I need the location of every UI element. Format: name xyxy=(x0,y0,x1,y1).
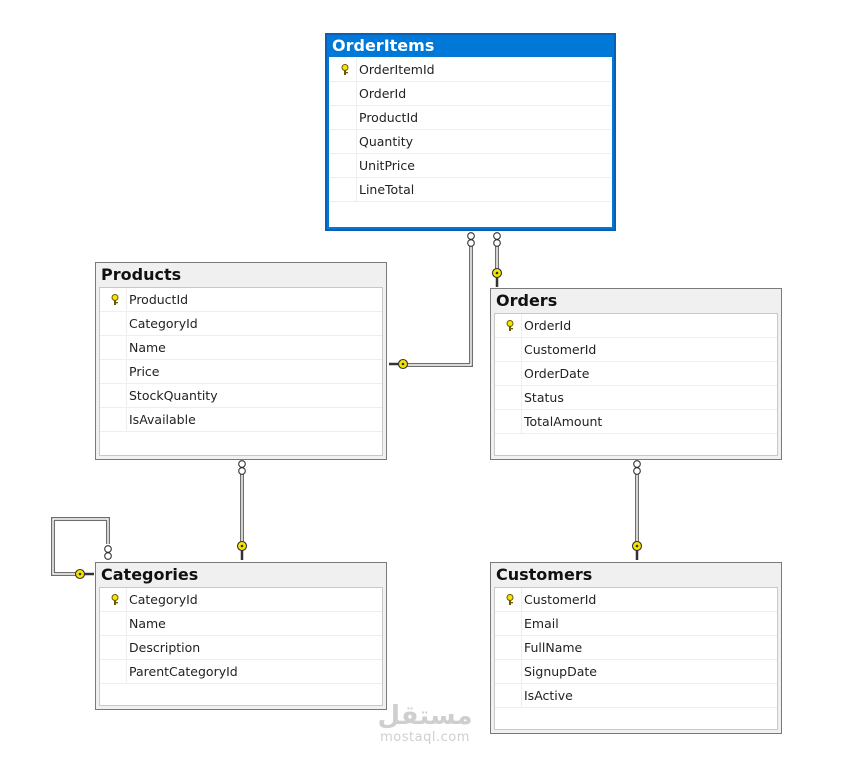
one-end-key-icon xyxy=(236,540,248,560)
one-end-key-icon xyxy=(74,568,94,580)
primary-key-icon xyxy=(103,288,127,311)
column-name: Status xyxy=(524,390,564,405)
column-row[interactable]: ProductId xyxy=(330,106,611,130)
relationship-orderitems-orders[interactable] xyxy=(491,232,503,287)
column-name: CustomerId xyxy=(524,342,597,357)
table-title[interactable]: OrderItems xyxy=(332,36,435,55)
column-name: OrderId xyxy=(359,86,407,101)
watermark-latin-text: mostaql.com xyxy=(380,730,470,745)
column-row[interactable]: SignupDate xyxy=(495,660,777,684)
column-name: Email xyxy=(524,616,559,631)
column-row[interactable]: IsActive xyxy=(495,684,777,708)
column-name: CategoryId xyxy=(129,592,198,607)
column-name: Name xyxy=(129,616,166,631)
column-row[interactable]: Name xyxy=(100,612,382,636)
column-list: OrderItemId OrderId ProductId Quantity U… xyxy=(329,57,612,227)
column-row[interactable]: CustomerId xyxy=(495,338,777,362)
column-name: OrderId xyxy=(524,318,572,333)
column-name: OrderDate xyxy=(524,366,590,381)
column-name: IsActive xyxy=(524,688,573,703)
column-name: CategoryId xyxy=(129,316,198,331)
table-products[interactable]: Products ProductId CategoryId Name Price… xyxy=(95,262,387,460)
column-name: SignupDate xyxy=(524,664,597,679)
column-row[interactable]: Status xyxy=(495,386,777,410)
column-row[interactable]: CategoryId xyxy=(100,588,382,612)
many-end-infinity-icon xyxy=(633,460,641,475)
column-row[interactable]: OrderItemId xyxy=(330,58,611,82)
column-name: ParentCategoryId xyxy=(129,664,238,679)
primary-key-icon xyxy=(333,58,357,81)
table-categories[interactable]: Categories CategoryId Name Description P… xyxy=(95,562,387,710)
many-end-infinity-icon xyxy=(467,232,475,247)
relationship-categories-self[interactable] xyxy=(51,517,112,580)
column-row[interactable]: ParentCategoryId xyxy=(100,660,382,684)
relationship-orders-customers[interactable] xyxy=(631,460,643,560)
column-row[interactable]: Email xyxy=(495,612,777,636)
table-customers[interactable]: Customers CustomerId Email FullName Sign… xyxy=(490,562,782,734)
column-row[interactable]: Quantity xyxy=(330,130,611,154)
column-name: Price xyxy=(129,364,160,379)
column-name: FullName xyxy=(524,640,583,655)
column-name: ProductId xyxy=(359,110,419,125)
column-name: Description xyxy=(129,640,201,655)
column-list: CategoryId Name Description ParentCatego… xyxy=(99,587,383,706)
column-row[interactable]: StockQuantity xyxy=(100,384,382,408)
table-title[interactable]: Orders xyxy=(496,291,558,310)
column-row[interactable]: CategoryId xyxy=(100,312,382,336)
primary-key-icon xyxy=(498,314,522,337)
watermark-arabic-text: مستقل xyxy=(377,701,473,731)
column-name: OrderItemId xyxy=(359,62,435,77)
one-end-key-icon xyxy=(491,267,503,287)
column-list: CustomerId Email FullName SignupDate IsA… xyxy=(494,587,778,730)
table-orders[interactable]: Orders OrderId CustomerId OrderDate Stat… xyxy=(490,288,782,460)
column-row[interactable]: ProductId xyxy=(100,288,382,312)
column-name: IsAvailable xyxy=(129,412,196,427)
column-name: Quantity xyxy=(359,134,414,149)
column-row[interactable]: Description xyxy=(100,636,382,660)
column-name: TotalAmount xyxy=(524,414,603,429)
many-end-infinity-icon xyxy=(238,460,246,475)
column-row[interactable]: LineTotal xyxy=(330,178,611,202)
column-name: Name xyxy=(129,340,166,355)
one-end-key-icon xyxy=(631,540,643,560)
column-name: StockQuantity xyxy=(129,388,218,403)
watermark-logo: مستقل mostaql.com xyxy=(370,702,480,745)
table-title[interactable]: Categories xyxy=(101,565,199,584)
column-name: LineTotal xyxy=(359,182,415,197)
column-name: UnitPrice xyxy=(359,158,415,173)
column-row[interactable]: OrderId xyxy=(495,314,777,338)
column-list: OrderId CustomerId OrderDate Status Tota… xyxy=(494,313,778,456)
primary-key-icon xyxy=(103,588,127,611)
column-name: CustomerId xyxy=(524,592,597,607)
column-name: ProductId xyxy=(129,292,189,307)
column-row[interactable]: OrderDate xyxy=(495,362,777,386)
primary-key-icon xyxy=(498,588,522,611)
one-end-key-icon xyxy=(389,358,409,370)
column-row[interactable]: Name xyxy=(100,336,382,360)
relationship-products-categories[interactable] xyxy=(236,460,248,560)
relationship-orderitems-products[interactable] xyxy=(389,232,475,370)
column-row[interactable]: OrderId xyxy=(330,82,611,106)
table-title[interactable]: Products xyxy=(101,265,182,284)
table-title[interactable]: Customers xyxy=(496,565,593,584)
column-row[interactable]: CustomerId xyxy=(495,588,777,612)
column-row[interactable]: IsAvailable xyxy=(100,408,382,432)
column-row[interactable]: Price xyxy=(100,360,382,384)
column-row[interactable]: UnitPrice xyxy=(330,154,611,178)
column-list: ProductId CategoryId Name Price StockQua… xyxy=(99,287,383,456)
column-row[interactable]: TotalAmount xyxy=(495,410,777,434)
column-row[interactable]: FullName xyxy=(495,636,777,660)
table-orderitems[interactable]: OrderItems OrderItemId OrderId ProductId… xyxy=(325,33,616,231)
many-end-infinity-icon xyxy=(104,545,112,560)
many-end-infinity-icon xyxy=(493,232,501,247)
